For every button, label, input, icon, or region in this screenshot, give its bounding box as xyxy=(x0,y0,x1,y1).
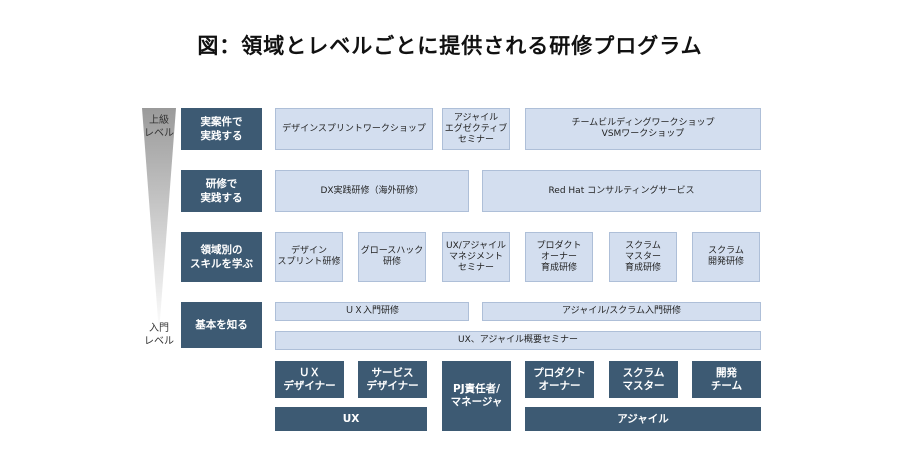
program-scrum-master-training: スクラム マスター 育成研修 xyxy=(609,232,677,282)
domain-ux: UX xyxy=(275,407,427,431)
program-red-hat-consulting: Red Hat コンサルティングサービス xyxy=(482,170,761,212)
role-scrum-master: スクラム マスター xyxy=(609,361,678,398)
level-gradient-triangle xyxy=(142,108,176,333)
program-agile-scrum-intro-training: アジャイル/スクラム入門研修 xyxy=(482,302,761,321)
role-ux-designer: ＵＸ デザイナー xyxy=(275,361,344,398)
program-design-sprint-workshop: デザインスプリントワークショップ xyxy=(275,108,433,150)
category-domain-skills: 領域別の スキルを学ぶ xyxy=(181,232,262,282)
program-agile-executive-seminar: アジャイル エグゼクティブ セミナー xyxy=(442,108,510,150)
role-service-designer: サービス デザイナー xyxy=(358,361,427,398)
program-dx-practical-training: DX実践研修（海外研修） xyxy=(275,170,469,212)
program-growth-hack-training: グロースハック 研修 xyxy=(358,232,426,282)
program-team-building-vsm-workshop: チームビルディングワークショップ VSMワークショップ xyxy=(525,108,761,150)
category-real-projects: 実案件で 実践する xyxy=(181,108,262,150)
level-label-entry: 入門 レベル xyxy=(144,323,174,347)
category-training-practice: 研修で 実践する xyxy=(181,170,262,212)
category-basics: 基本を知る xyxy=(181,302,262,348)
page-title: 図：領域とレベルごとに提供される研修プログラム xyxy=(197,34,703,58)
role-dev-team: 開発 チーム xyxy=(692,361,761,398)
program-ux-agile-management-seminar: UX/アジャイル マネジメント セミナー xyxy=(442,232,510,282)
role-product-owner: プロダクト オーナー xyxy=(525,361,594,398)
program-scrum-development-training: スクラム 開発研修 xyxy=(692,232,760,282)
program-design-sprint-training: デザイン スプリント研修 xyxy=(275,232,343,282)
program-ux-intro-training: ＵＸ入門研修 xyxy=(275,302,469,321)
domain-agile: アジャイル xyxy=(525,407,761,431)
role-pj-manager: PJ責任者/ マネージャ xyxy=(442,361,511,431)
program-product-owner-training: プロダクト オーナー 育成研修 xyxy=(525,232,593,282)
program-ux-agile-overview-seminar: UX、アジャイル概要セミナー xyxy=(275,331,761,350)
level-label-advanced: 上級 レベル xyxy=(144,115,174,139)
